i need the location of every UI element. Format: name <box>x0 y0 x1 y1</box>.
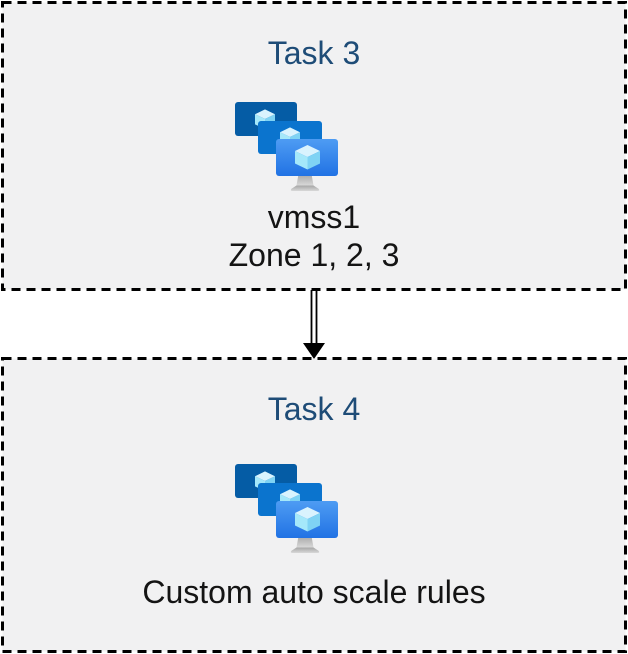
task4-box: Task 4 Custom auto scale rules <box>1 357 627 653</box>
task4-title: Task 4 <box>267 391 361 427</box>
vm-scale-set-icon <box>235 102 338 191</box>
vmss-name-label: vmss1 <box>267 199 361 235</box>
vm-scale-set-icon <box>235 464 338 553</box>
autoscale-rules-label: Custom auto scale rules <box>142 574 486 610</box>
flow-arrow-icon <box>303 290 325 359</box>
zones-label: Zone 1, 2, 3 <box>228 237 400 273</box>
task4-labels: Custom auto scale rules <box>16 573 612 611</box>
task3-labels: vmss1 Zone 1, 2, 3 <box>16 198 612 274</box>
task3-title: Task 3 <box>267 35 361 71</box>
task3-box: Task 3 vmss1 Zone 1, 2, 3 <box>1 1 627 291</box>
